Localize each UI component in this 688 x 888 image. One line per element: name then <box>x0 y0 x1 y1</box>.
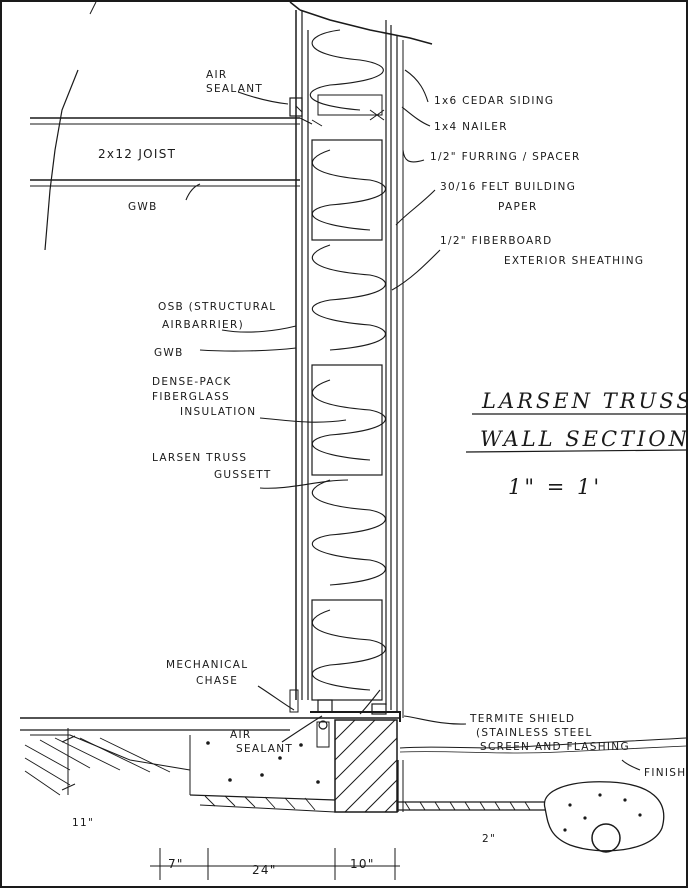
label-osb-2: AIRBARRIER) <box>162 319 244 331</box>
perimeter-drain <box>543 781 665 853</box>
label-air-sealant-bot-1: AIR <box>230 729 251 741</box>
label-air-sealant-bot-2: SEALANT <box>236 743 293 755</box>
label-finish-grade: FINISH <box>644 767 686 779</box>
roof-edge <box>89 1 433 45</box>
drawing-title-line-2: WALL SECTION <box>480 427 688 451</box>
label-termite-2: (STAINLESS STEEL <box>476 727 593 739</box>
floor-joist <box>30 117 300 187</box>
label-dim-7: 7" <box>168 857 184 871</box>
label-osb-1: OSB (STRUCTURAL <box>158 301 276 313</box>
label-furring: 1/2" FURRING / SPACER <box>430 151 581 163</box>
label-cedar-siding: 1x6 CEDAR SIDING <box>434 95 554 107</box>
insulation-squiggle <box>309 29 386 691</box>
label-felt-2: PAPER <box>498 201 538 213</box>
label-dim-24: 24" <box>252 863 277 877</box>
label-nailer: 1x4 NAILER <box>434 121 508 133</box>
break-line-left <box>44 69 79 251</box>
label-dim-10: 10" <box>350 857 375 871</box>
title-block: LARSEN TRUSS WALL SECTION 1" = 1' <box>465 389 688 499</box>
label-felt-1: 30/16 FELT BUILDING <box>440 181 576 193</box>
drawing-scale: 1" = 1' <box>508 475 602 499</box>
drawing-title-line-1: LARSEN TRUSS <box>481 389 688 413</box>
label-fiberboard-2: EXTERIOR SHEATHING <box>504 255 644 267</box>
wall-assembly <box>295 10 404 812</box>
label-insulation-3: INSULATION <box>180 406 256 418</box>
label-mech-1: MECHANICAL <box>166 659 248 671</box>
grade-line <box>398 737 687 811</box>
label-air-sealant-top-2: SEALANT <box>206 83 263 95</box>
label-fiberboard-1: 1/2" FIBERBOARD <box>440 235 553 247</box>
label-gusset-1: LARSEN TRUSS <box>152 452 247 464</box>
label-insulation-1: DENSE-PACK <box>152 376 232 388</box>
label-gwb-mid: GWB <box>154 347 184 359</box>
dimension-11 <box>61 728 76 795</box>
labels: AIR SEALANT 2x12 JOIST GWB 1x6 CEDAR SID… <box>72 69 686 877</box>
truss-gussets <box>311 94 383 701</box>
label-joist: 2x12 JOIST <box>98 147 176 161</box>
top-plate-detail <box>289 97 385 127</box>
label-air-sealant-top-1: AIR <box>206 69 227 81</box>
dimension-line-bottom <box>150 848 400 880</box>
label-dim-11: 11" <box>72 817 94 829</box>
label-gusset-2: GUSSETT <box>214 469 272 481</box>
label-gwb-top: GWB <box>128 201 158 213</box>
label-termite-1: TERMITE SHIELD <box>469 713 575 725</box>
leader-arrows <box>185 69 641 771</box>
label-mech-2: CHASE <box>196 675 238 687</box>
label-dim-2: 2" <box>482 833 496 845</box>
label-termite-3: SCREEN AND FLASHING <box>480 741 630 753</box>
foundation <box>20 689 401 813</box>
label-insulation-2: FIBERGLASS <box>152 391 230 403</box>
